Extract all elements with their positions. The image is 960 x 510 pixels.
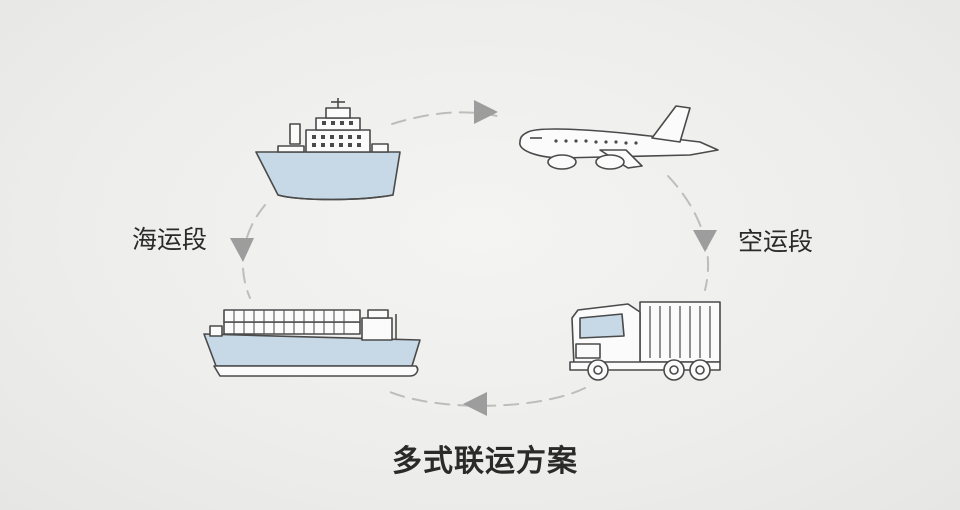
cargo-ship-icon	[203, 309, 421, 377]
diagram-title: 多式联运方案	[392, 444, 578, 479]
container-truck-icon	[569, 301, 721, 381]
arrow-down-right	[693, 230, 717, 252]
arc-truck-to-ship	[389, 387, 586, 407]
arrow-left	[463, 392, 487, 416]
airplane-icon	[519, 105, 719, 170]
air-segment-label: 空运段	[738, 227, 814, 256]
sea-segment-label: 海运段	[132, 225, 208, 254]
arc-ship-to-plane	[391, 111, 506, 125]
cruise-ship-icon	[255, 98, 401, 201]
arrow-right	[474, 100, 498, 124]
cycle-arrows	[230, 100, 717, 416]
arrow-down-left	[230, 238, 254, 262]
